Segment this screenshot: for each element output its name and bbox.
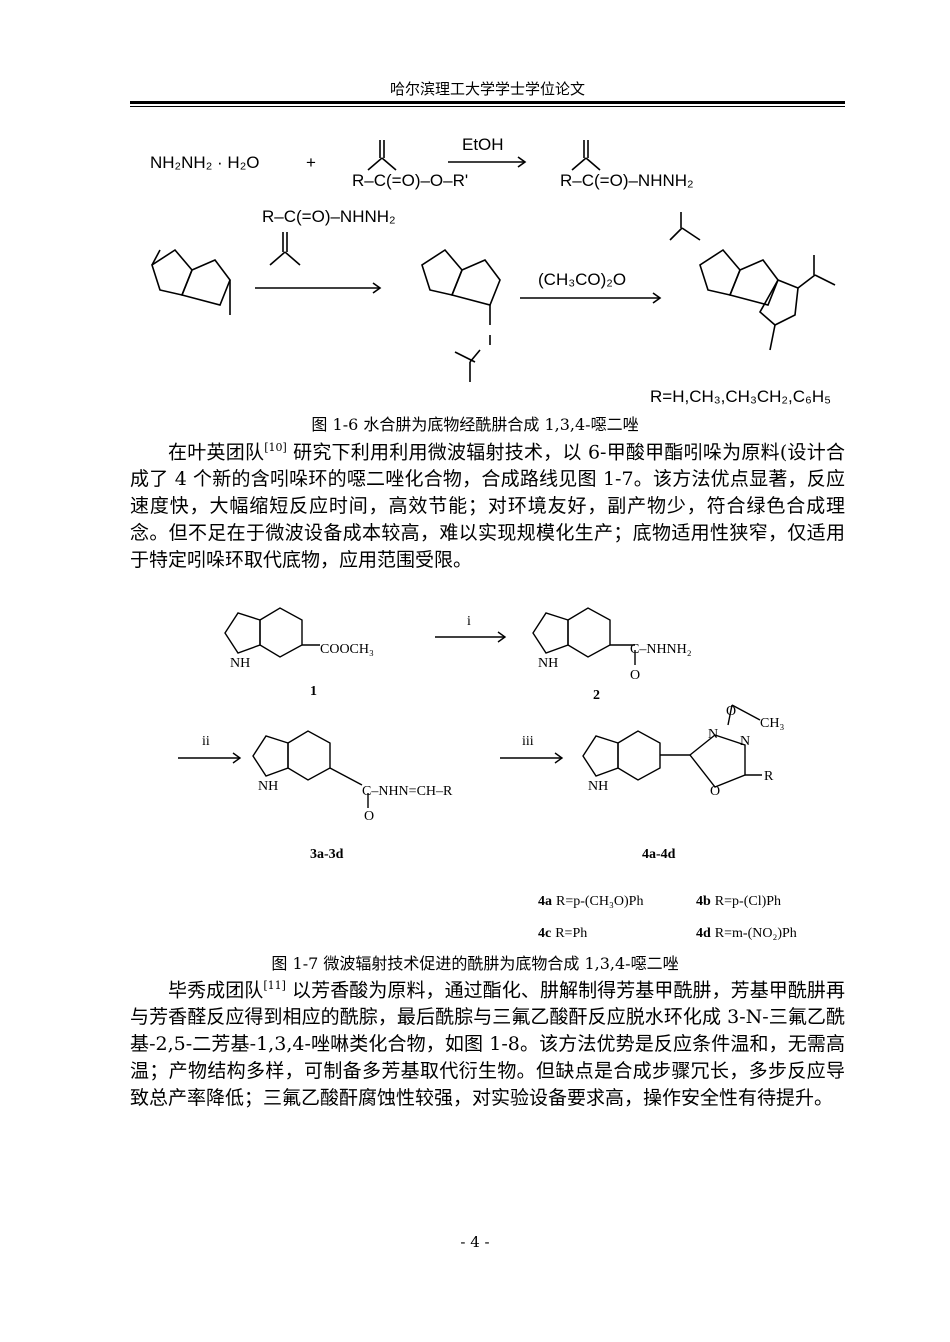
nh-2: NH bbox=[538, 656, 558, 671]
page-header: 哈尔滨理工大学学士学位论文 bbox=[389, 80, 585, 98]
cmpd2-sub: C–NHNH₂ bbox=[630, 642, 692, 657]
para1-text-a: 在叶英团队 bbox=[168, 441, 265, 464]
o-acetyl: O bbox=[726, 704, 736, 719]
paragraph-2: 毕秀成团队[11] 以芳香酸为原料，通过酯化、肼解制得芳基甲酰肼，芳基甲酰肼再与… bbox=[130, 972, 845, 1112]
header-rule-thick bbox=[130, 101, 845, 104]
figure-1-7-scheme: COOCH₃ NH 1 i C–NHNH₂ NH O 2 ii C–NHN=CH… bbox=[178, 607, 797, 941]
step-i: i bbox=[467, 614, 471, 629]
step-ii: ii bbox=[202, 734, 210, 749]
n-ring-1: N bbox=[708, 727, 718, 742]
para2-text-a: 毕秀成团队 bbox=[168, 979, 264, 1002]
figure-1-6-scheme: NH₂NH₂ · H₂O + R–C(=O)–O–R' EtOH R–C(=O)… bbox=[150, 135, 836, 406]
cmpd3-sub: C–NHN=CH–R bbox=[362, 784, 453, 799]
nh-3: NH bbox=[258, 779, 278, 794]
nh-1: NH bbox=[230, 656, 250, 671]
hydrazine-hydrate: NH₂NH₂ · H₂O bbox=[150, 153, 260, 172]
hydrazide-reagent: R–C(=O)–NHNH₂ bbox=[262, 207, 396, 226]
label-3: 3a-3d bbox=[310, 847, 344, 862]
ester-label: R–C(=O)–O–R' bbox=[352, 171, 468, 190]
label-2: 2 bbox=[593, 688, 600, 703]
para2-text-b: 以芳香酸为原料，通过酯化、肼解制得芳基甲酰肼，芳基甲酰肼再与芳香醛反应得到相应的… bbox=[130, 979, 845, 1110]
n-ring-2: N bbox=[740, 734, 750, 749]
citation-11: [11] bbox=[263, 979, 286, 992]
plus-sign: + bbox=[306, 153, 316, 172]
paragraph-1: 在叶英团队[10] 研究下利用利用微波辐射技术，以 6-甲酸甲酯吲哚为原料(设计… bbox=[130, 434, 845, 574]
para1-text-b: 研究下利用利用微波辐射技术，以 6-甲酸甲酯吲哚为原料(设计合成了 4 个新的含… bbox=[130, 441, 845, 572]
page-number: - 4 - bbox=[460, 1233, 490, 1251]
cmpd1-sub: COOCH₃ bbox=[320, 642, 374, 657]
figure-1-6-caption: 图 1-6 水合肼为底物经酰肼合成 1,3,4-噁二唑 bbox=[311, 415, 639, 434]
hydrazide-product: R–C(=O)–NHNH₂ bbox=[560, 171, 694, 190]
step-iii: iii bbox=[522, 734, 534, 749]
etoh-label: EtOH bbox=[462, 135, 504, 154]
label-1: 1 bbox=[310, 684, 317, 699]
nh-4: NH bbox=[588, 779, 608, 794]
header-rule-thin bbox=[130, 106, 845, 107]
r-sub: R bbox=[764, 769, 774, 784]
citation-10: [10] bbox=[264, 441, 287, 454]
ch3-acetyl: CH₃ bbox=[760, 716, 784, 731]
r-groups: R=H,CH₃,CH₃CH₂,C₆H₅ bbox=[650, 387, 831, 406]
o-ring: O bbox=[710, 784, 720, 799]
label-4: 4a-4d bbox=[642, 847, 676, 862]
o-2: O bbox=[630, 668, 640, 683]
o-3: O bbox=[364, 809, 374, 824]
figure-1-7-caption: 图 1-7 微波辐射技术促进的酰肼为底物合成 1,3,4-噁二唑 bbox=[271, 954, 679, 973]
acetic-anhydride: (CH₃CO)₂O bbox=[538, 270, 626, 289]
